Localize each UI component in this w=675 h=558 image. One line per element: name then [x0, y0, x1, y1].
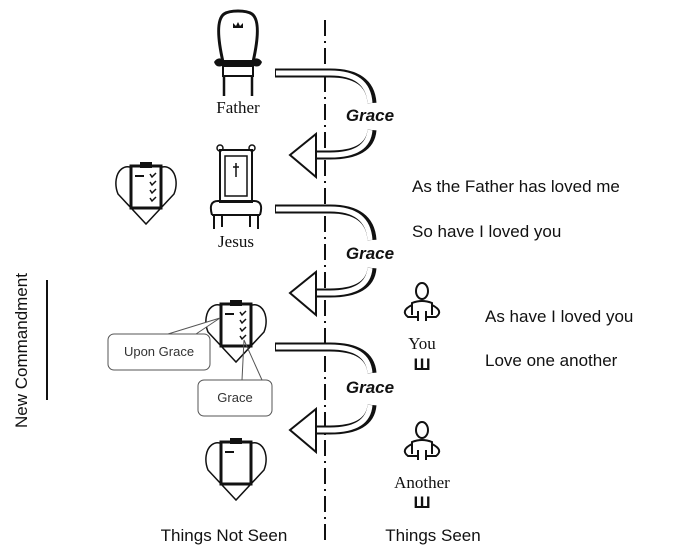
father-label: Father	[216, 98, 260, 117]
grace-label-2: Grace	[346, 244, 394, 263]
you-label: You	[408, 334, 436, 353]
jesus-label: Jesus	[218, 232, 254, 251]
jesus-throne-icon	[209, 144, 263, 229]
grace-callout	[197, 379, 273, 417]
heart-clipboard-icon	[114, 160, 178, 226]
quote-1: As the Father has loved me	[412, 177, 620, 196]
upon-grace-text: Upon Grace	[124, 344, 194, 359]
grace-label-3: Grace	[346, 378, 394, 397]
new-commandment-label: New Commandment	[12, 273, 31, 428]
quote-4: Love one another	[485, 351, 618, 370]
quote-2: So have I loved you	[412, 222, 561, 241]
another-foot-symbol: Ш	[413, 493, 430, 512]
grace-arrow-3	[275, 342, 377, 455]
grace-label-1: Grace	[346, 106, 394, 125]
you-person-icon	[403, 282, 441, 322]
things-seen-label: Things Seen	[385, 526, 480, 545]
another-person-icon	[403, 421, 441, 461]
grace-arrow-2	[275, 204, 377, 318]
grace-callout-text: Grace	[217, 390, 252, 405]
upon-grace-callout	[107, 333, 211, 371]
grace-arrow-1	[275, 68, 377, 180]
heart-clipboard-empty-icon	[204, 436, 268, 502]
you-foot-symbol: Ш	[413, 355, 430, 374]
another-label: Another	[394, 473, 450, 492]
heart-clipboard-icon	[204, 298, 268, 364]
quote-3: As have I loved you	[485, 307, 633, 326]
things-not-seen-label: Things Not Seen	[161, 526, 288, 545]
father-throne-icon	[214, 9, 262, 96]
